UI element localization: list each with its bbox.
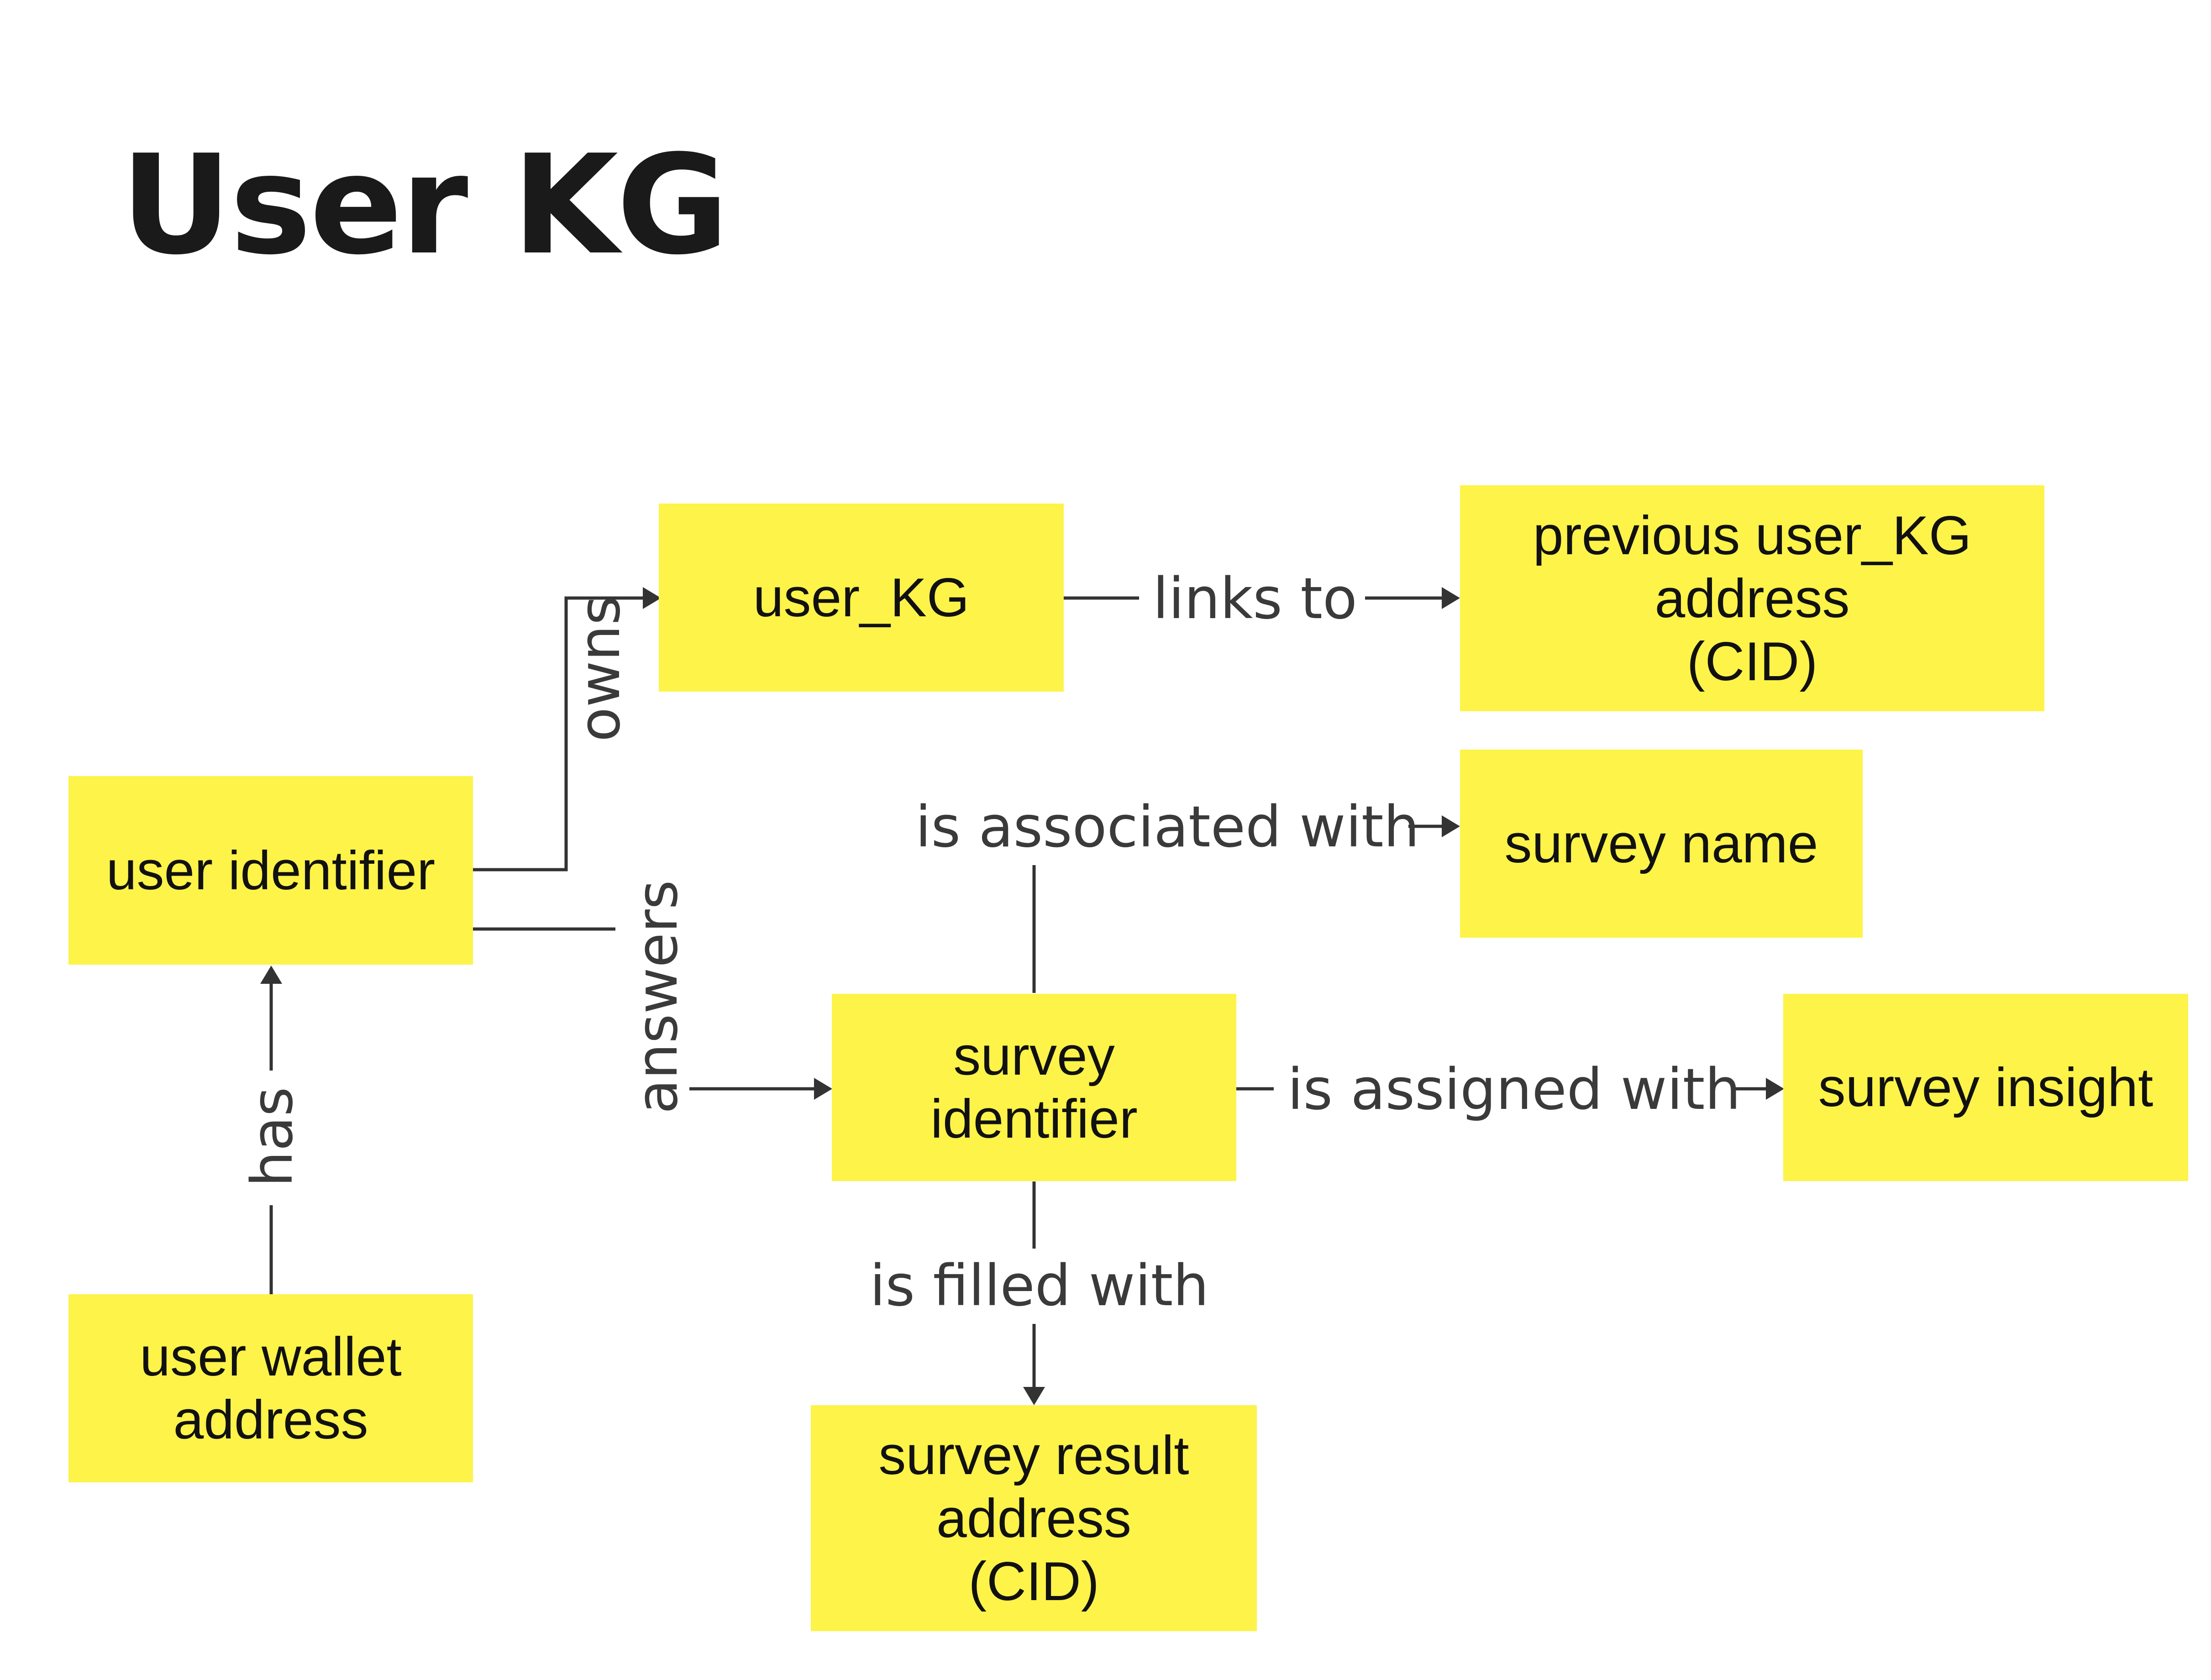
node-previous-user-kg-label: previous user_KG address (CID) <box>1533 504 1972 692</box>
owns-connector <box>473 596 648 872</box>
edge-label-is-assigned-with: is assigned with <box>1287 1057 1741 1123</box>
edge-label-has: has <box>240 1087 305 1187</box>
node-survey-insight-label: survey insight <box>1818 1057 2153 1118</box>
has-arrowhead <box>260 966 282 984</box>
node-previous-user-kg-address[interactable]: previous user_KG address (CID) <box>1460 485 2044 711</box>
node-user-identifier-label: user identifier <box>106 840 436 901</box>
links-to-arrowhead <box>1442 587 1460 609</box>
node-user-kg-label: user_KG <box>753 567 970 628</box>
node-survey-identifier[interactable]: survey identifier <box>832 994 1236 1181</box>
node-survey-result-address-label: survey result address (CID) <box>878 1424 1189 1612</box>
edge-label-links-to: links to <box>1153 566 1357 632</box>
edge-label-is-associated-with: is associated with <box>915 794 1420 860</box>
node-survey-insight[interactable]: survey insight <box>1783 994 2188 1181</box>
node-survey-name[interactable]: survey name <box>1460 750 1863 938</box>
assigned-arrowhead <box>1766 1078 1784 1100</box>
edge-label-is-filled-with: is filled with <box>870 1253 1209 1319</box>
node-survey-identifier-label: survey identifier <box>930 1025 1138 1150</box>
node-user-wallet-address[interactable]: user wallet address <box>68 1294 473 1482</box>
filled-arrowhead <box>1023 1387 1045 1405</box>
page-title: User KG <box>121 126 729 285</box>
node-survey-name-label: survey name <box>1504 813 1818 874</box>
edge-label-owns: owns <box>567 595 633 742</box>
node-user-identifier[interactable]: user identifier <box>68 776 473 965</box>
edge-label-answers: answers <box>625 880 690 1114</box>
node-user-wallet-address-label: user wallet address <box>140 1326 402 1450</box>
associated-arrowhead <box>1442 815 1460 837</box>
node-survey-result-address[interactable]: survey result address (CID) <box>811 1405 1257 1631</box>
answers-arrowhead <box>814 1078 832 1100</box>
owns-arrowhead <box>643 587 661 609</box>
node-user-kg[interactable]: user_KG <box>659 504 1064 692</box>
